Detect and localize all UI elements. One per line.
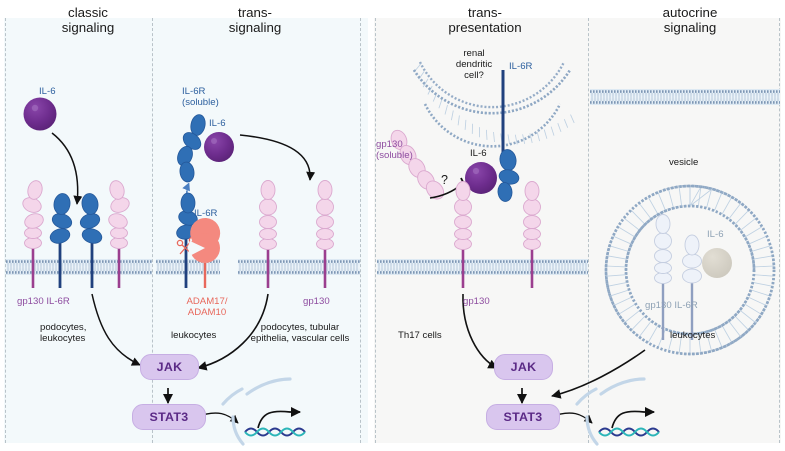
label-cells-leukocytes-trans: leukocytes: [171, 330, 217, 341]
membrane-trans-presentation: [377, 259, 588, 275]
right-half-background: [374, 18, 781, 443]
arrow-classic-to-jak: [91, 293, 141, 366]
receptor-gp130-trans-2: [316, 180, 334, 288]
receptor-gp130-transpres-2: [523, 181, 541, 288]
receptor-il6r-vesicle: [682, 234, 702, 340]
divider-inner-right-a: [360, 18, 361, 443]
membrane-classic: [6, 259, 152, 275]
cell-line-2: dendritic: [455, 59, 493, 70]
cells-line-2: leukocytes: [40, 333, 86, 344]
adam17-enzyme: [188, 218, 221, 288]
membrane-trans-right: [238, 259, 360, 275]
label-cells-classic: podocytes, leukocytes: [40, 322, 86, 344]
arrow-trans-complex-to-cell: [239, 134, 316, 181]
panel-title-classic: classic signaling: [28, 5, 148, 35]
label-cells-th17: Th17 cells: [398, 330, 442, 341]
title-line-1: classic: [68, 5, 108, 20]
title-line-2: signaling: [228, 20, 282, 35]
receptor-gp130-classic-2: [108, 180, 130, 288]
label-gp130-trans: gp130: [303, 296, 330, 307]
receptor-gp130-transpres-1: [454, 181, 472, 288]
label-soluble-gp130: gp130 (soluble): [376, 139, 413, 161]
label-adam-sheddase: ADAM17/ ADAM10: [168, 296, 246, 318]
cell-line-1: renal: [463, 48, 485, 59]
il6-ligand-vesicle: [702, 248, 732, 278]
receptor-gp130-vesicle: [654, 214, 672, 340]
label-cells-leukocytes-autocrine: leukocytes: [670, 330, 716, 341]
adam-line-1: ADAM17/: [186, 296, 228, 307]
panel-title-autocrine: autocrine signaling: [625, 5, 755, 35]
cells-line-1: podocytes,: [40, 322, 87, 333]
label-il6-transpres: IL-6: [470, 148, 487, 159]
soluble-gp130: [390, 129, 445, 200]
dna-helix-left: [244, 406, 306, 437]
label-il6-vesicle: IL-6: [707, 229, 724, 240]
arrow-transpres-to-jak: [462, 293, 498, 369]
il6-ligand-presented: [465, 162, 497, 194]
divider-outer-right: [779, 18, 780, 443]
receptor-il6r-classic-1: [49, 193, 73, 288]
label-cells-trans-right: podocytes, tubular epithelia, vascular c…: [238, 322, 362, 344]
receptor-il6r-classic-2: [79, 193, 103, 288]
cell-line-3: cell?: [464, 70, 484, 81]
title-line-2: presentation: [448, 20, 522, 35]
cells-line-2: epithelia, vascular cells: [250, 333, 350, 344]
panel-title-trans-signaling: trans- signaling: [195, 5, 315, 35]
receptor-gp130-trans-1: [259, 180, 277, 288]
label-vesicle: vesicle: [669, 157, 699, 168]
label-question-mark: ?: [441, 173, 448, 187]
stat3-node-left[interactable]: STAT3: [132, 404, 206, 430]
soluble-line-2: (soluble): [182, 97, 219, 108]
cells-line-1: podocytes, tubular: [260, 322, 340, 333]
receptor-gp130-classic-1: [22, 180, 44, 288]
label-dendritic-cell: renal dendritic cell?: [443, 48, 505, 81]
dna-helix-right: [598, 406, 660, 437]
title-line-1: trans-: [238, 5, 272, 20]
title-line-1: autocrine: [662, 5, 718, 20]
nucleus-membrane-left: [221, 377, 292, 446]
title-line-1: trans-: [468, 5, 502, 20]
divider-outer-left: [5, 18, 6, 443]
soluble-line-2: (soluble): [376, 150, 413, 161]
title-line-2: signaling: [61, 20, 115, 35]
panel-title-trans-presentation: trans- presentation: [410, 5, 560, 35]
label-il6r-presented: IL-6R: [509, 61, 533, 72]
divider-classic-trans: [152, 18, 153, 443]
divider-inner-right-b: [375, 18, 376, 443]
label-il6-classic: IL-6: [39, 86, 56, 97]
il6-ligand-classic: [23, 97, 57, 131]
nucleus-membrane-right: [575, 377, 646, 446]
divider-transpres-autocrine: [588, 18, 589, 443]
label-il6-trans: IL-6: [209, 118, 226, 129]
soluble-il6r-complex: [177, 114, 234, 183]
label-il6r-membrane: IL-6R: [194, 208, 218, 219]
membrane-autocrine-upper: [590, 89, 780, 105]
stat3-node-right[interactable]: STAT3: [486, 404, 560, 430]
arrow-autocrine-to-jak: [551, 349, 646, 399]
adam-line-2: ADAM10: [187, 307, 227, 318]
label-soluble-il6r: IL-6R (soluble): [182, 86, 219, 108]
receptor-il6r-presented: [497, 70, 520, 202]
soluble-line-1: gp130: [376, 139, 403, 150]
label-gp130-transpres: gp130: [463, 296, 490, 307]
title-line-2: signaling: [663, 20, 717, 35]
label-gp130-il6r-classic: gp130 IL-6R: [17, 296, 70, 307]
soluble-line-1: IL-6R: [182, 86, 206, 97]
membrane-dendritic-cell: [412, 61, 575, 148]
jak-node-right[interactable]: JAK: [494, 354, 553, 380]
arrow-il6-binding: [51, 132, 83, 205]
arrow-trans-to-jak: [197, 293, 269, 371]
jak-node-left[interactable]: JAK: [140, 354, 199, 380]
label-gp130-il6r-autocrine: gp130 IL-6R: [645, 300, 698, 311]
